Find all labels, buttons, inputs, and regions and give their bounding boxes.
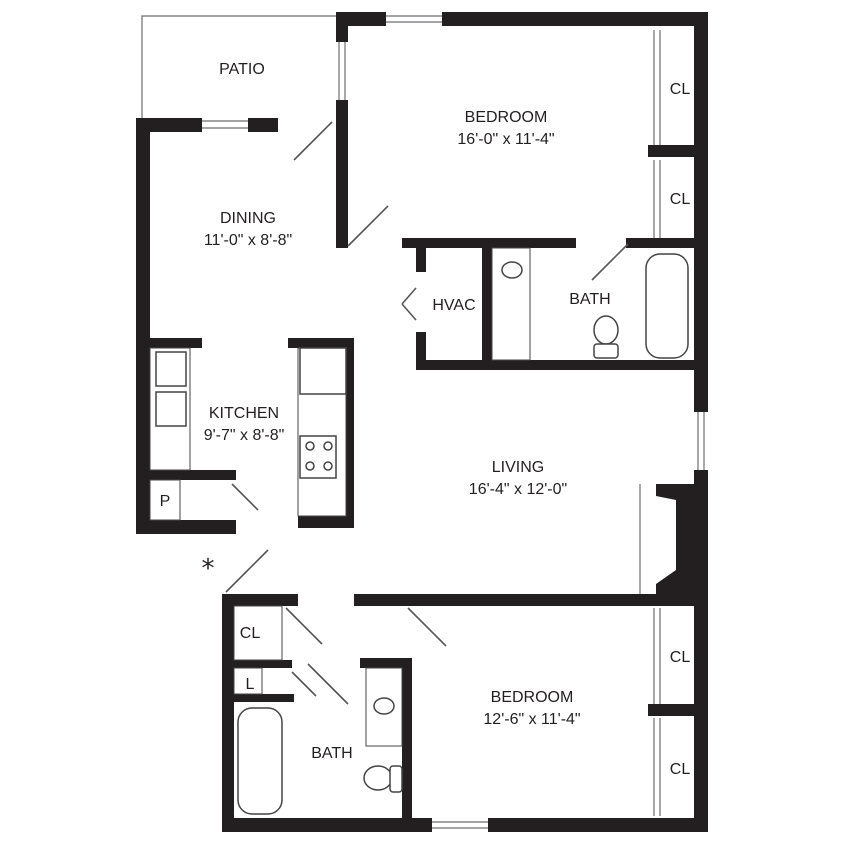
linen-label: L: [246, 676, 255, 693]
bath2-label: BATH: [311, 745, 352, 762]
entry-marker: *: [202, 554, 215, 584]
bedroom1-size: 16'-0" x 11'-4": [457, 131, 554, 148]
bedroom2-label: BEDROOM: [491, 689, 574, 706]
pantry-label: P: [160, 493, 171, 510]
kitchen-size: 9'-7" x 8'-8": [204, 427, 285, 444]
fixtures: [149, 247, 689, 815]
kitchen-label: KITCHEN: [209, 405, 279, 422]
hall-closet-label: CL: [240, 625, 261, 642]
living-label: LIVING: [492, 459, 544, 476]
patio-area: [141, 15, 336, 118]
windows: [202, 15, 705, 829]
living-size: 16'-4" x 12'-0": [469, 481, 567, 498]
dining-size: 11'-0" x 8'-8": [204, 232, 292, 249]
bath1-label: BATH: [569, 291, 610, 308]
walls: [136, 12, 708, 832]
bedroom1-label: BEDROOM: [465, 109, 548, 126]
closet-label-3: CL: [670, 649, 691, 666]
hvac-label: HVAC: [432, 297, 475, 314]
closet-label-4: CL: [670, 761, 691, 778]
patio-label: PATIO: [219, 61, 265, 78]
bedroom2-size: 12'-6" x 11'-4": [483, 711, 580, 728]
doors: [225, 30, 661, 816]
closet-label-2: CL: [670, 191, 691, 208]
dining-label: DINING: [220, 210, 276, 227]
room-labels: PATIO BEDROOM 16'-0" x 11'-4" CL CL DINI…: [160, 61, 691, 778]
closet-label-1: CL: [670, 81, 691, 98]
